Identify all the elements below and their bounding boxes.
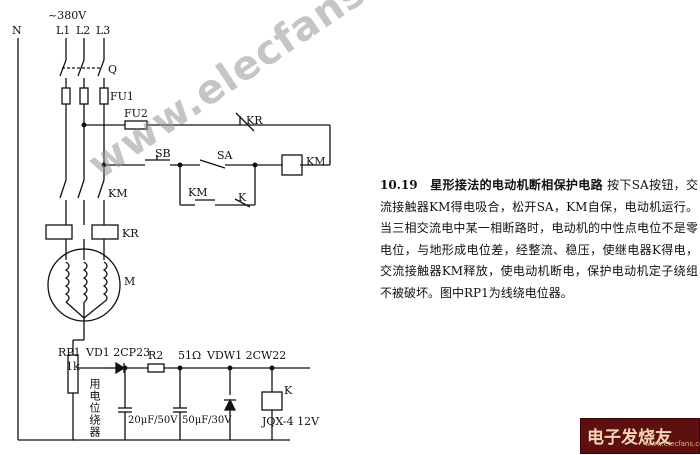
- km-contact-label: KM: [108, 187, 128, 200]
- fuse-fu1-l1: [61, 87, 71, 105]
- description-body: 按下SA按钮，交流接触器KM得电吸合，松开SA，KM自保，电动机运行。当三相交流…: [380, 178, 698, 300]
- pot-note-label: 用电位绕器: [88, 378, 101, 438]
- km-hold-label: KM: [188, 186, 208, 199]
- k-relay-label: K: [284, 384, 293, 397]
- voltage-label: ~380V: [48, 9, 87, 22]
- relay-model-label: JQX-4 12V: [262, 415, 320, 428]
- vd1-label: VD1 2CP23: [86, 346, 151, 359]
- k-contact: [234, 198, 251, 208]
- sa-contact: [199, 159, 226, 169]
- motor-label: M: [124, 275, 136, 288]
- breaker-l3: [97, 59, 105, 77]
- rp1-label: RP1: [58, 346, 81, 359]
- phase-l3-label: L3: [96, 24, 111, 37]
- km-main-l3: [97, 179, 105, 199]
- km-coil: [281, 154, 303, 176]
- sa-label: SA: [217, 149, 233, 162]
- description-title: 10.19 星形接法的电动机断相保护电路: [380, 178, 603, 192]
- r2: [147, 363, 165, 373]
- kr-relay-l1: [45, 224, 73, 240]
- breaker-label: Q: [108, 63, 118, 76]
- fuse-fu1-l2: [79, 87, 89, 105]
- k-relay-coil: [261, 391, 283, 411]
- km-main-l1: [59, 179, 67, 199]
- fuse-fu2-label: FU2: [124, 107, 148, 120]
- motor-winding-1: [64, 261, 70, 303]
- cap2-label: 50μF/30V: [182, 415, 232, 426]
- breaker-l2: [77, 59, 85, 77]
- vd1-diode: [115, 361, 126, 375]
- phase-l2-label: L2: [76, 24, 91, 37]
- km-coil-label: KM: [306, 155, 326, 168]
- km-main-l2: [77, 179, 85, 199]
- phase-l1-label: L1: [56, 24, 71, 37]
- cap1-label: 20μF/50V: [128, 415, 178, 426]
- neutral-label: N: [12, 24, 22, 37]
- vdw1-zener: [223, 398, 237, 411]
- r2-label: R2: [148, 349, 164, 362]
- motor-winding-2: [82, 261, 88, 303]
- description: 10.19 星形接法的电动机断相保护电路 按下SA按钮，交流接触器KM得电吸合，…: [380, 175, 698, 304]
- site-logo: 电子发烧友 www.elecfans.com: [580, 418, 700, 454]
- kr-relay-label: KR: [122, 227, 139, 240]
- r-value-label: 51Ω: [178, 349, 202, 362]
- vdw1-label: VDW1 2CW22: [207, 349, 287, 362]
- logo-url: www.elecfans.com: [645, 440, 700, 448]
- kr-relay-l3: [91, 224, 119, 240]
- fuse-fu1-label: FU1: [110, 90, 134, 103]
- rp1-value-label: 1k: [66, 360, 80, 373]
- motor-winding-3: [102, 261, 108, 303]
- logo-text: 电子发烧友: [587, 428, 672, 448]
- fuse-fu1-l3: [99, 87, 109, 105]
- k-contact-label: K: [238, 191, 247, 204]
- kr-contact-label: KR: [246, 114, 263, 127]
- sb-label: SB: [155, 147, 171, 160]
